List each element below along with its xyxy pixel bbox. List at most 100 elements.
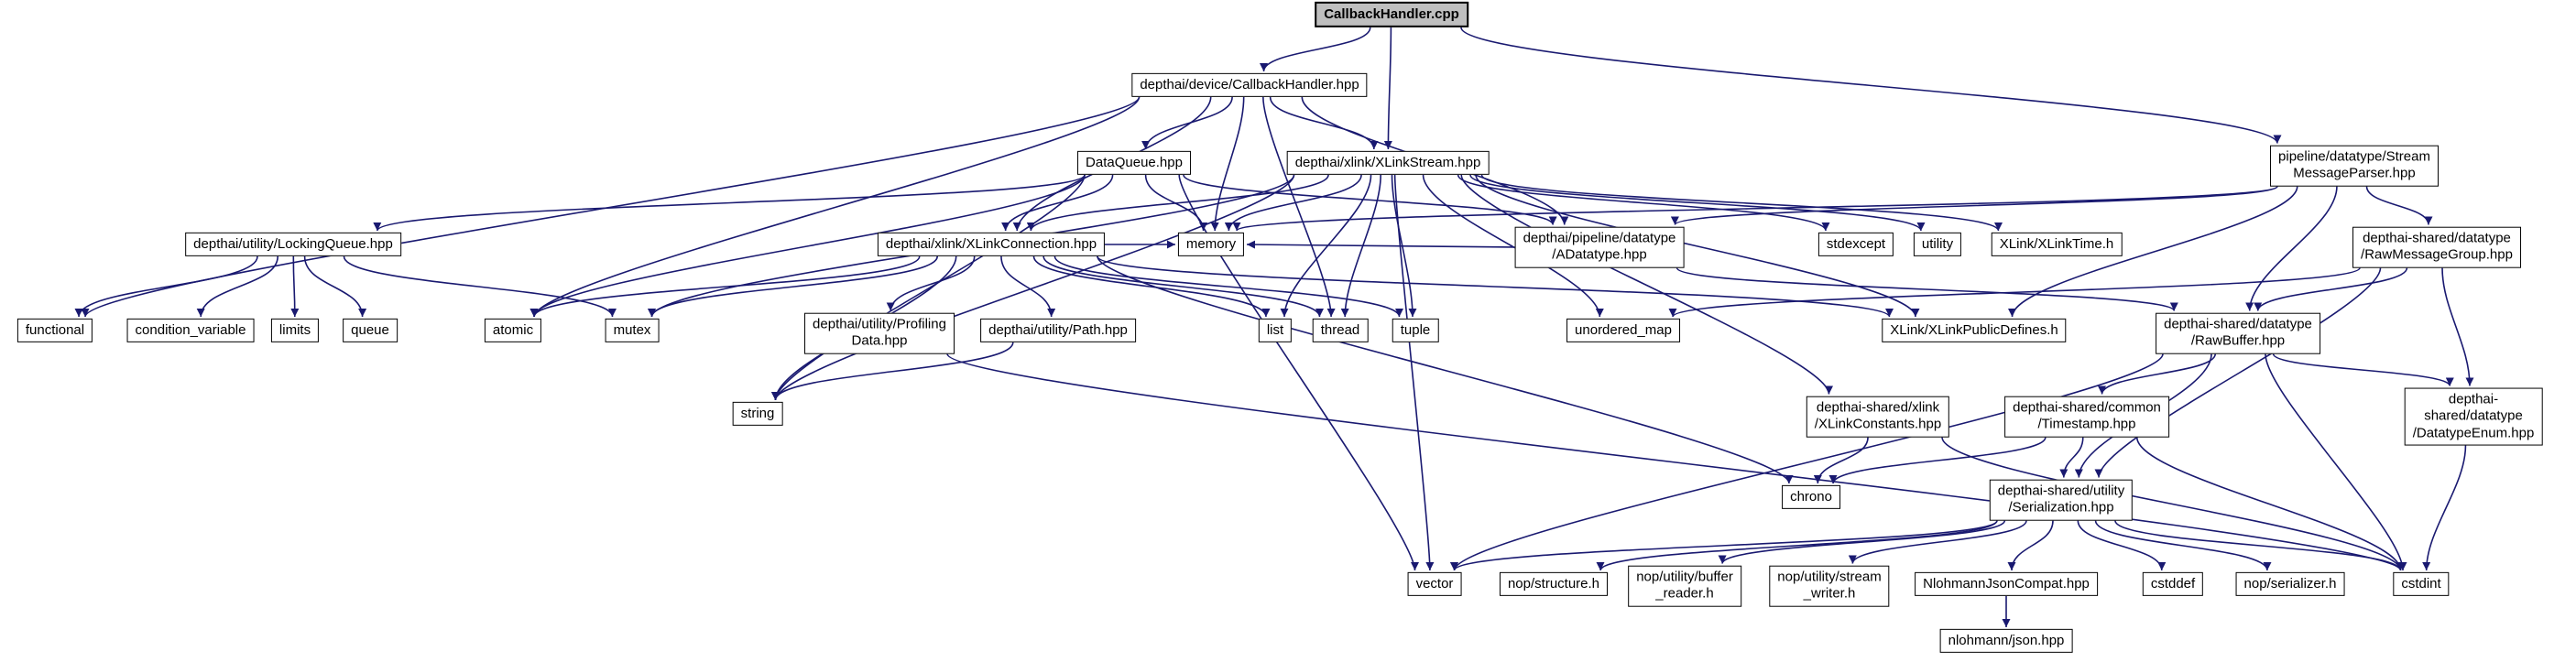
include-edge-serialization-hpp--nop-stream-writer-h [1848,520,2027,564]
graph-node-cstdint[interactable]: cstdint [2393,571,2450,597]
include-edge-callbackhandler-cpp--streammessageparser-hpp [1460,27,2282,144]
graph-node-chrono[interactable]: chrono [1782,484,1840,510]
include-edge-path-hpp--string [771,342,1014,401]
graph-node-rawbuffer-hpp[interactable]: depthai-shared/datatype /RawBuffer.hpp [2156,312,2320,354]
include-edge-streammessageparser-hpp--rawmessagegroup-hpp [2365,186,2433,225]
graph-node-xlinkconstants-hpp[interactable]: depthai-shared/xlink /XLinkConstants.hpp [1806,396,1950,438]
graph-node-datatypeenum-hpp[interactable]: depthai-shared/datatype /DatatypeEnum.hp… [2404,387,2543,446]
graph-node-streammessageparser-hpp[interactable]: pipeline/datatype/Stream MessageParser.h… [2270,145,2439,187]
graph-node-xlinkstream-hpp[interactable]: depthai/xlink/XLinkStream.hpp [1286,150,1490,176]
graph-node-string[interactable]: string [732,401,783,427]
graph-node-tuple[interactable]: tuple [1392,318,1439,343]
include-edge-xlinkstream-hpp--stdexcept [1457,174,1830,232]
graph-node-path-hpp[interactable]: depthai/utility/Path.hpp [980,318,1136,343]
include-edge-xlinkstream-hpp--xlinktime-h [1480,174,2003,232]
include-edge-xlinkconnection-hpp--list [1032,255,1271,318]
include-edge-lockingqueue-hpp--queue [303,255,367,318]
include-edge-rawmessagegroup-hpp--rawbuffer-hpp [2254,267,2408,311]
graph-node-limits[interactable]: limits [270,318,320,343]
include-edge-xlinkconnection-hpp--tuple [1053,255,1403,318]
include-edge-xlinkstream-hpp--unordered-map [1422,174,1604,318]
graph-node-xlinkconnection-hpp[interactable]: depthai/xlink/XLinkConnection.hpp [877,232,1106,257]
include-edge-device-callbackhandler-hpp--memory [1210,96,1245,232]
include-edge-dataqueue-hpp--vector [1178,174,1419,571]
include-edge-rawmessagegroup-hpp--datatypeenum-hpp [2441,267,2474,386]
include-edge-streammessageparser-hpp--adatatype-hpp [1671,185,2278,226]
include-edge-xlinkstream-hpp--xlinkpublicdefines-h [1475,174,1920,318]
include-edge-serialization-hpp--cstddef [2077,520,2167,571]
include-edge-serialization-hpp--nlohmannjsoncompat-hpp [2007,520,2054,571]
include-edge-dataqueue-hpp--adatatype-hpp [1183,174,1557,225]
include-edge-serialization-hpp--nop-serializer-h [2094,520,2272,571]
include-edge-streammessageparser-hpp--rawbuffer-hpp [2245,186,2338,311]
include-edge-xlinkstream-hpp--memory [1224,174,1362,232]
graph-node-nlohmann-json-hpp[interactable]: nlohmann/json.hpp [1939,628,2073,654]
include-edge-xlinkstream-hpp--string [771,174,1295,401]
include-edge-lockingqueue-hpp--mutex [343,255,617,318]
graph-node-rawmessagegroup-hpp[interactable]: depthai-shared/datatype /RawMessageGroup… [2352,226,2521,268]
graph-node-xlinktime-h[interactable]: XLink/XLinkTime.h [1991,232,2123,257]
graph-node-thread[interactable]: thread [1312,318,1369,343]
include-edge-xlinkstream-hpp--vector [1393,174,1435,571]
include-edge-xlinkconnection-hpp--chrono [1097,255,1794,484]
include-edge-xlinkstream-hpp--utility [1469,174,1926,232]
graph-node-nop-stream-writer-h[interactable]: nop/utility/stream _writer.h [1769,565,1890,607]
graph-node-serialization-hpp[interactable]: depthai-shared/utility /Serialization.hp… [1989,479,2134,521]
include-edge-xlinkconnection-hpp--atomic [529,255,921,318]
include-edge-xlinkconnection-hpp--mutex [648,255,938,318]
graph-node-timestamp-hpp[interactable]: depthai-shared/common /Timestamp.hpp [2004,396,2169,438]
include-edge-dataqueue-hpp--string [771,174,1086,401]
include-edge-callbackhandler-cpp--device-callbackhandler-hpp [1260,27,1371,72]
include-edge-adatatype-hpp--rawbuffer-hpp [1675,266,2178,312]
include-edge-rawmessagegroup-hpp--serialization-hpp [2094,267,2382,478]
graph-node-xlinkpublicdefines-h[interactable]: XLink/XLinkPublicDefines.h [1882,318,2067,343]
include-edge-xlinkstream-hpp--xlinkconstants-hpp [1460,174,1833,395]
include-edge-xlinkconnection-hpp--xlinkpublicdefines-h [1097,255,1894,318]
graph-node-profilingdata-hpp[interactable]: depthai/utility/Profiling Data.hpp [804,312,955,354]
graph-node-device-callbackhandler-hpp[interactable]: depthai/device/CallbackHandler.hpp [1131,72,1368,98]
include-edge-streammessageparser-hpp--xlinkpublicdefines-h [2008,186,2298,318]
include-edge-rawbuffer-hpp--vector [1450,353,2164,571]
graph-node-unordered-map[interactable]: unordered_map [1566,318,1680,343]
include-edge-device-callbackhandler-hpp--atomic [529,96,1141,318]
include-edge-profilingdata-hpp--cstdint [946,353,2405,571]
include-edge-rawbuffer-hpp--cstdint [2265,353,2407,571]
graph-node-vector[interactable]: vector [1407,571,1462,597]
include-edge-dataqueue-hpp--lockingqueue-hpp [373,174,1086,232]
include-edge-xlinkconnection-hpp--path-hpp [1000,255,1056,318]
graph-node-nop-buffer-reader-h[interactable]: nop/utility/buffer _reader.h [1628,565,1741,607]
graph-node-condition-variable[interactable]: condition_variable [126,318,255,343]
include-edge-serialization-hpp--cstdint [2114,520,2405,571]
graph-node-nlohmannjsoncompat-hpp[interactable]: NlohmannJsonCompat.hpp [1915,571,2098,597]
graph-node-cstddef[interactable]: cstddef [2142,571,2204,597]
graph-node-utility[interactable]: utility [1913,232,1962,257]
include-edge-serialization-hpp--nop-buffer-reader-h [1718,520,2006,564]
include-edge-serialization-hpp--nop-structure-h [1596,520,1998,571]
graph-node-mutex[interactable]: mutex [605,318,660,343]
graph-node-adatatype-hpp[interactable]: depthai/pipeline/datatype /ADatatype.hpp [1514,226,1685,268]
include-edge-xlinkconstants-hpp--cstdint [1941,437,2405,571]
include-edge-rawbuffer-hpp--timestamp-hpp [2098,353,2217,395]
include-edge-callbackhandler-cpp--xlinkstream-hpp [1383,27,1392,150]
include-edge-rawmessagegroup-hpp--unordered-map [1668,266,2361,318]
graph-node-stdexcept[interactable]: stdexcept [1817,232,1894,257]
include-edge-timestamp-hpp--chrono [1828,437,2047,484]
include-edge-xlinkconnection-hpp--profilingdata-hpp [886,255,976,311]
include-edge-xlinkstream-hpp--xlinkconnection-hpp [1026,174,1329,232]
graph-node-lockingqueue-hpp[interactable]: depthai/utility/LockingQueue.hpp [185,232,401,257]
graph-node-nop-structure-h[interactable]: nop/structure.h [1499,571,1609,597]
include-edge-streammessageparser-hpp--memory [1232,185,2278,232]
graph-node-queue[interactable]: queue [343,318,398,343]
graph-node-functional[interactable]: functional [16,318,93,343]
graph-node-atomic[interactable]: atomic [484,318,542,343]
graph-node-list[interactable]: list [1258,318,1293,343]
graph-node-callbackhandler-cpp[interactable]: CallbackHandler.cpp [1315,1,1468,28]
graph-node-nop-serializer-h[interactable]: nop/serializer.h [2235,571,2345,597]
include-edge-device-callbackhandler-hpp--functional [81,96,1141,318]
graph-node-dataqueue-hpp[interactable]: DataQueue.hpp [1077,150,1191,176]
graph-node-memory[interactable]: memory [1177,232,1245,257]
include-edge-datatypeenum-hpp--cstdint [2422,445,2467,571]
